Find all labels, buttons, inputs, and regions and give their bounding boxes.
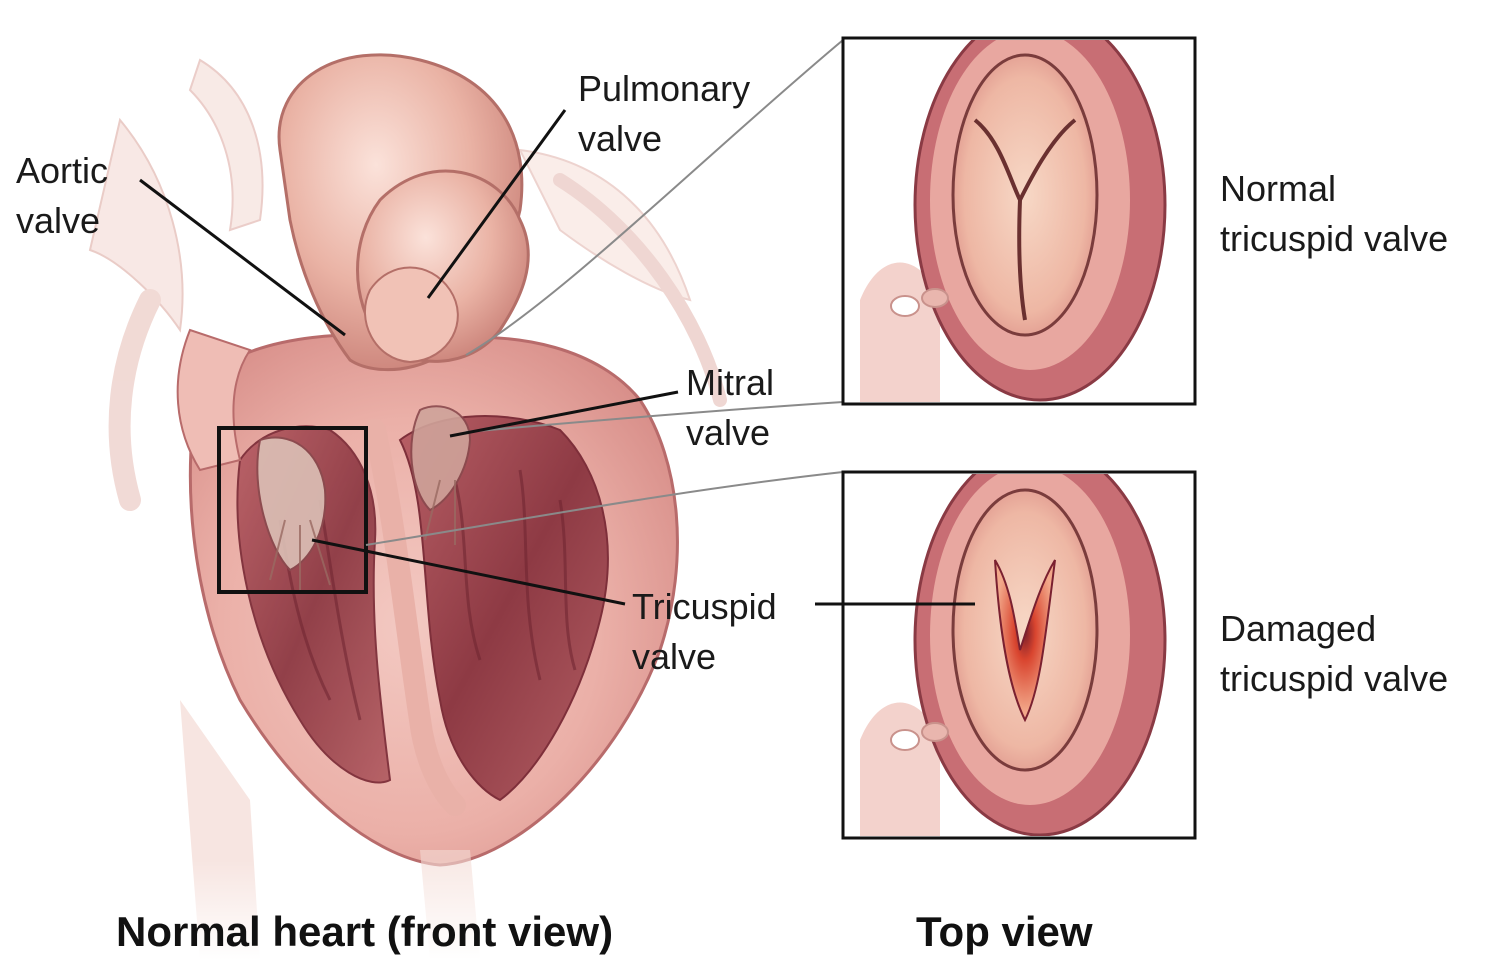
leader-mitral <box>449 390 679 438</box>
background-vessels <box>88 58 727 511</box>
label-normal-line1: Normal <box>1220 168 1337 209</box>
label-mitral-line2: valve <box>686 412 771 453</box>
label-damaged-line2: tricuspid valve <box>1220 658 1449 699</box>
top-view-normal <box>841 36 1197 406</box>
label-normal-line2: tricuspid valve <box>1220 218 1449 259</box>
label-mitral-valve: Mitral valve <box>686 358 774 458</box>
label-damaged-tricuspid: Damaged tricuspid valve <box>1220 604 1448 704</box>
tricuspid-highlight-box <box>217 426 368 594</box>
leader-aortic <box>139 178 346 337</box>
label-pulmonary-line2: valve <box>578 118 663 159</box>
label-aortic-line1: Aortic <box>16 150 109 191</box>
top-view-damaged <box>841 470 1197 840</box>
label-damaged-line1: Damaged <box>1220 608 1377 649</box>
zoom-connector-lines <box>365 39 844 546</box>
label-tricuspid-line1: Tricuspid <box>632 586 777 627</box>
label-tricuspid-valve: Tricuspid valve <box>632 582 777 682</box>
leader-tricuspid <box>311 538 626 606</box>
label-mitral-line1: Mitral <box>686 362 774 403</box>
caption-top-view: Top view <box>916 908 1093 955</box>
label-pulmonary-valve: Pulmonary valve <box>578 64 750 164</box>
label-normal-tricuspid: Normal tricuspid valve <box>1220 164 1448 264</box>
leader-lines <box>139 109 975 606</box>
label-aortic-valve: Aortic valve <box>16 146 108 246</box>
label-tricuspid-line2: valve <box>632 636 717 677</box>
label-aortic-line2: valve <box>16 200 101 241</box>
caption-front-view: Normal heart (front view) <box>116 908 614 955</box>
label-pulmonary-line1: Pulmonary <box>578 68 751 109</box>
leader-pulmonary <box>426 109 567 299</box>
